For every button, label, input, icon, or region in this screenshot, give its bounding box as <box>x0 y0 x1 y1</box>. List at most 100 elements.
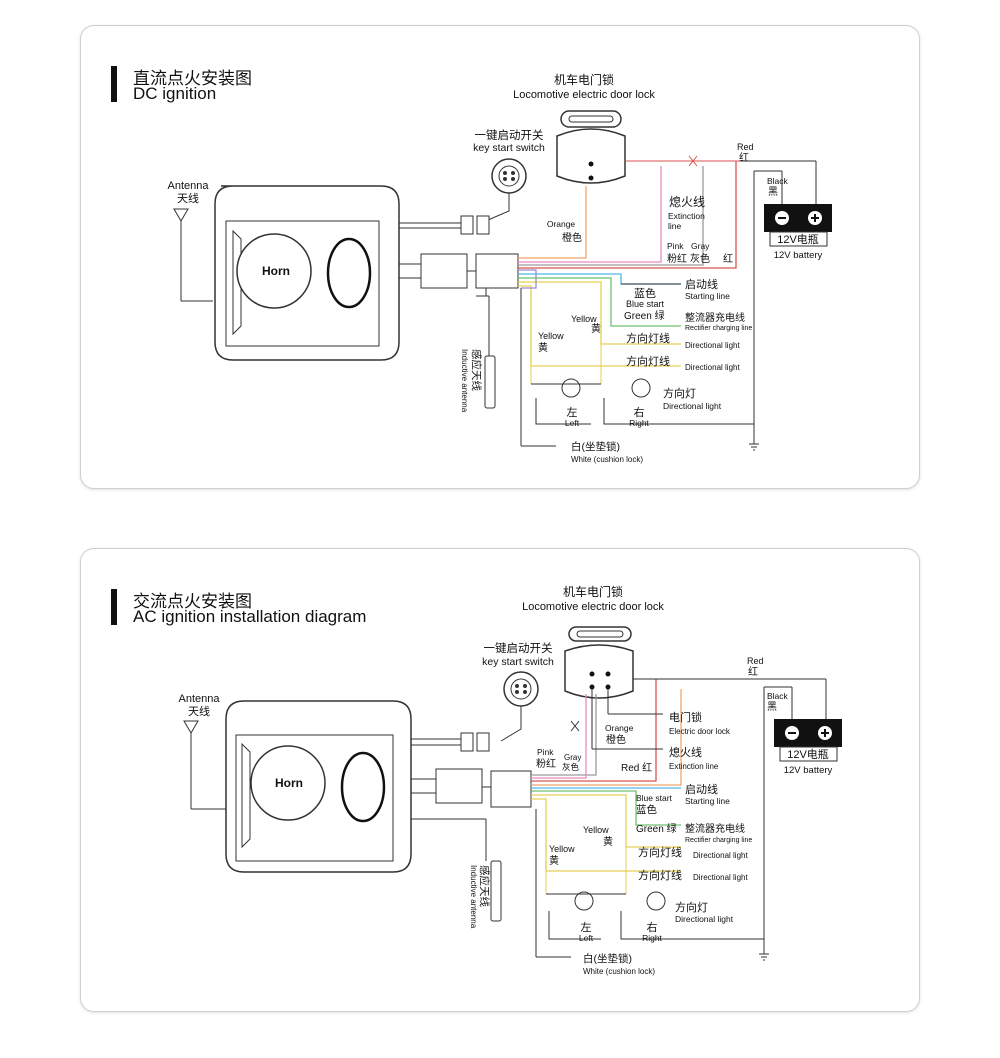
rectifier-line-zh: 整流器充电线 <box>685 311 745 324</box>
extinction-en: Extinction line <box>669 762 719 771</box>
rectifier-line-zh: 整流器充电线 <box>685 822 745 835</box>
turn-signal-line-en-1: Directional light <box>685 341 740 350</box>
red-wire-zh: 红 <box>748 665 758 678</box>
starting-line-zh: 启动线 <box>685 277 718 291</box>
battery <box>749 170 832 451</box>
red-wire-en: Red <box>747 656 764 666</box>
red-wire-junction <box>625 155 817 204</box>
orange-wire-en: Orange <box>547 219 576 229</box>
inductive-antenna-en: Inductive antenna <box>460 349 469 413</box>
turn-signal-line-zh-2: 方向灯线 <box>638 868 682 882</box>
starting-line-zh: 启动线 <box>685 782 718 796</box>
inductive-antenna-en: Inductive antenna <box>469 865 478 929</box>
orange-wire-zh: 橙色 <box>562 231 582 244</box>
starting-line-en: Starting line <box>685 291 730 301</box>
key-switch-title-zh: 一键启动开关 <box>475 128 544 142</box>
extinction-en-2: line <box>668 221 682 231</box>
left-lamp-en: Left <box>565 418 580 428</box>
orange-wire-en: Orange <box>605 723 634 733</box>
battery-label-en: 12V battery <box>774 250 823 261</box>
black-wire-zh: 黑 <box>768 186 778 198</box>
key-switch-title-en: key start switch <box>473 142 545 154</box>
extinction-zh: 熄火线 <box>669 745 702 759</box>
title-marker <box>111 589 117 625</box>
ac-ignition-panel: 交流点火安装图 AC ignition installation diagram… <box>80 548 920 1012</box>
key-start-switch <box>480 158 527 224</box>
right-lamp-en: Right <box>629 418 649 428</box>
white-wire-zh: 白(坐垫锁) <box>571 440 620 453</box>
pink-wire-en: Pink <box>667 241 684 251</box>
alarm-unit <box>225 700 412 873</box>
inductive-antenna <box>411 818 502 922</box>
yellow-wire-en-2: Yellow <box>538 331 564 341</box>
black-wire-zh: 黑 <box>767 701 777 713</box>
left-lamp-zh: 左 <box>567 406 578 419</box>
inductive-antenna-zh: 感应天线 <box>470 349 483 391</box>
right-lamp-zh: 右 <box>647 920 658 934</box>
turn-signal-line-zh-1: 方向灯线 <box>626 331 670 345</box>
pink-wire-zh: 粉红 <box>536 757 556 770</box>
panel-title-en: AC ignition installation diagram <box>133 607 367 626</box>
black-wire-en: Black <box>767 691 789 701</box>
battery <box>759 686 842 961</box>
color-wires <box>531 679 682 872</box>
turn-signal-line-zh-2: 方向灯线 <box>626 354 670 368</box>
orange-wire-zh: 橙色 <box>606 733 626 746</box>
blue-wire-zh: 蓝色 <box>634 286 656 300</box>
extinction-en-1: Extinction <box>668 211 705 221</box>
turn-lamps <box>535 809 764 958</box>
pink-wire-en: Pink <box>537 747 554 757</box>
door-lock <box>564 626 634 699</box>
directional-lamp-zh: 方向灯 <box>675 900 708 914</box>
directional-lamp-en: Directional light <box>663 401 722 411</box>
blue-wire-zh: 蓝色 <box>636 803 657 816</box>
cable-connectors <box>411 732 532 808</box>
key-start-switch <box>500 671 539 742</box>
rectifier-line-en: Rectifier charging line <box>685 837 752 844</box>
lock-title-en: Locomotive electric door lock <box>522 601 664 613</box>
battery-label-zh: 12V电瓶 <box>777 232 819 246</box>
dc-ignition-panel: 直流点火安装图 DC ignition 机车电门锁 Locomotive ele… <box>80 25 920 489</box>
yellow-wire-zh-1: 黄 <box>591 322 601 335</box>
red-wire-en: Red <box>737 142 754 152</box>
gray-wire-zh: 灰色 <box>690 252 710 265</box>
horn-label: Horn <box>262 264 290 278</box>
panel-title-en: DC ignition <box>133 84 217 103</box>
lock-title-zh: 机车电门锁 <box>554 72 614 87</box>
dc-wiring-diagram: 机车电门锁 Locomotive electric door lock 一键启动… <box>168 72 832 464</box>
white-wire-zh: 白(坐垫锁) <box>583 952 632 965</box>
lock-title-en: Locomotive electric door lock <box>513 89 655 101</box>
panel-title-zh: 交流点火安装图 <box>133 592 252 611</box>
yellow-wire-en-1: Yellow <box>571 314 597 324</box>
black-wire-en: Black <box>767 176 789 186</box>
right-lamp-zh: 右 <box>634 405 645 419</box>
white-wire-en: White (cushion lock) <box>583 967 655 976</box>
red-wire-junction <box>570 678 827 750</box>
yellow-wire-en-2: Yellow <box>549 844 575 854</box>
horn-label: Horn <box>275 776 303 790</box>
left-lamp-zh: 左 <box>581 921 592 934</box>
directional-lamp-zh: 方向灯 <box>663 386 696 400</box>
ac-wiring-diagram: 机车电门锁 Locomotive electric door lock 一键启动… <box>179 584 842 976</box>
green-wire-label: Green 绿 <box>624 309 665 322</box>
key-switch-title-en: key start switch <box>482 656 554 668</box>
antenna-icon <box>183 720 226 810</box>
gray-wire-en: Gray <box>564 753 581 762</box>
antenna-label-zh: 天线 <box>188 704 210 718</box>
pink-wire-zh: 粉红 <box>667 252 687 265</box>
turn-signal-line-en-1: Directional light <box>693 851 748 860</box>
yellow-wire-zh-1: 黄 <box>603 835 613 848</box>
turn-signal-line-en-2: Directional light <box>693 873 748 882</box>
antenna-label-zh: 天线 <box>177 191 199 205</box>
turn-signal-line-en-2: Directional light <box>685 363 740 372</box>
green-wire-label: Green 绿 <box>636 822 677 835</box>
extinction-zh: 熄火线 <box>669 195 705 209</box>
white-wire-en: White (cushion lock) <box>571 455 643 464</box>
battery-label-en: 12V battery <box>784 765 833 776</box>
yellow-wire-en-1: Yellow <box>583 825 609 835</box>
red-wire-zh-2: 红 <box>723 252 733 265</box>
door-lock-line-en: Electric door lock <box>669 727 731 736</box>
door-lock-line-zh: 电门锁 <box>669 710 702 724</box>
gray-wire-en: Gray <box>691 241 710 251</box>
antenna-label-en: Antenna <box>168 180 210 192</box>
